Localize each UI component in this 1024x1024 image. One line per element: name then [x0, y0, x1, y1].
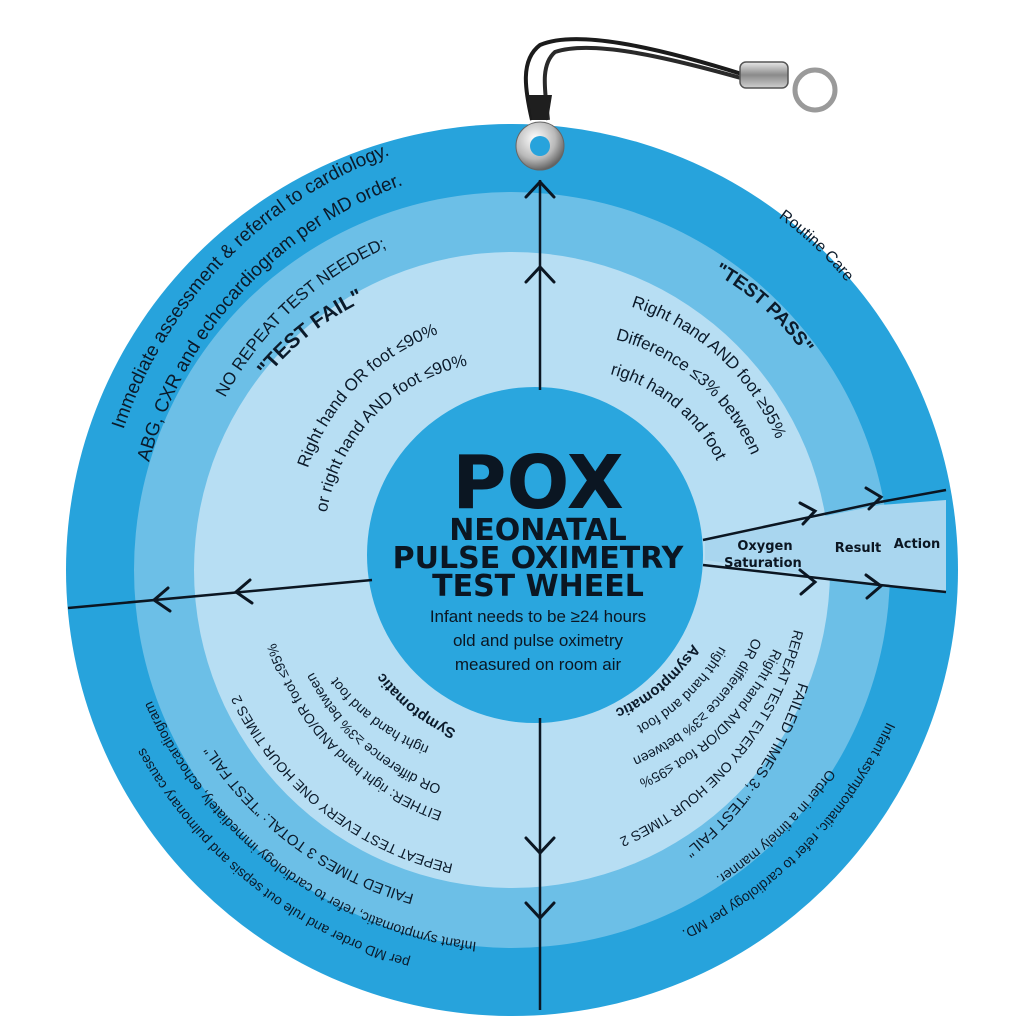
left-arrow-icon [151, 586, 172, 613]
center-line-pulse-oximetry: PULSE OXIMETRY [393, 541, 685, 576]
center-disc [367, 387, 703, 723]
up-arrow-icon [524, 264, 556, 284]
key-ring-icon [792, 67, 838, 113]
center-note-line2: old and pulse oximetry [453, 631, 624, 650]
center-note-line3: measured on room air [455, 655, 622, 674]
right-arrow-icon [864, 486, 884, 511]
axis-action-label: Action [894, 537, 941, 552]
axis-oxygen-label: Oxygen [737, 539, 792, 554]
down-arrow-icon [524, 901, 556, 921]
arrow-chevrons [151, 179, 884, 921]
center-line-test-wheel: TEST WHEEL [432, 569, 644, 604]
divider-lines [67, 180, 947, 1010]
pointer-wedge [705, 500, 946, 592]
lanyard [523, 37, 838, 121]
right-arrow-icon [864, 573, 884, 600]
axis-saturation-label: Saturation [724, 556, 802, 571]
center-title: POX [452, 440, 624, 526]
down-arrow-icon [524, 836, 556, 856]
clasp-icon [739, 61, 789, 89]
right-arrow-icon [798, 501, 818, 526]
right-arrow-icon [798, 568, 818, 596]
grommet [515, 121, 565, 171]
up-arrow-icon [524, 179, 556, 199]
left-arrow-icon [233, 578, 254, 605]
center-note-line1: Infant needs to be ≥24 hours [430, 607, 646, 626]
axis-result-label: Result [835, 541, 882, 556]
center-line-neonatal: NEONATAL [449, 513, 627, 548]
